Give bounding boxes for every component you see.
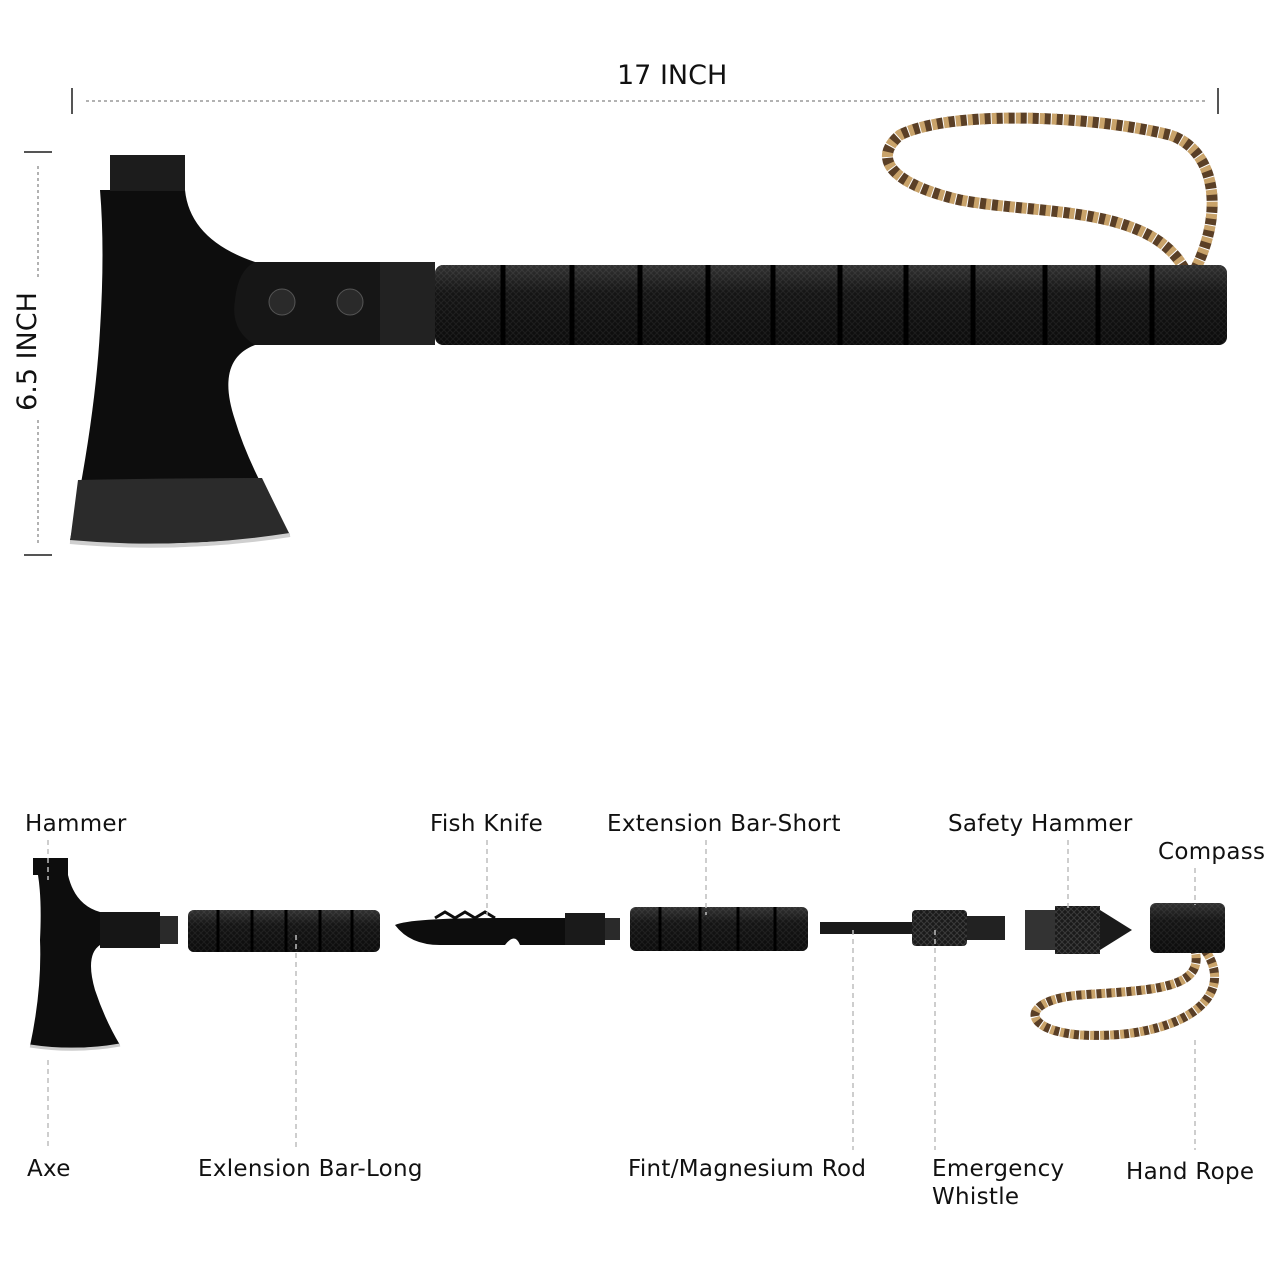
length-dimension-line — [71, 88, 1219, 114]
label-flint-magnesium-rod: Fint/Magnesium Rod — [628, 1156, 867, 1182]
hammer-block — [110, 155, 185, 191]
part-extension-bar-long — [188, 910, 380, 952]
label-hand-rope: Hand Rope — [1126, 1159, 1255, 1185]
exploded-parts — [29, 858, 1225, 1051]
label-whistle: Whistle — [932, 1184, 1020, 1210]
leader-lines — [47, 840, 1196, 1150]
height-dimension-line — [24, 151, 52, 556]
label-emergency: Emergency — [932, 1156, 1065, 1182]
label-fish-knife: Fish Knife — [430, 811, 544, 837]
part-compass-and-hand-rope — [1030, 903, 1225, 1040]
label-extension-bar-short: Extension Bar-Short — [607, 811, 841, 837]
label-compass: Compass — [1158, 839, 1266, 865]
blade-edge — [70, 478, 290, 544]
axe-head — [70, 155, 290, 542]
screw — [336, 288, 364, 316]
label-axe: Axe — [27, 1156, 71, 1182]
assembled-axe-illustration — [69, 112, 1227, 548]
label-hammer: Hammer — [25, 811, 127, 837]
label-extension-bar-long: Exlension Bar-Long — [198, 1156, 423, 1182]
length-label: 17 INCH — [617, 60, 728, 91]
part-flint-rod-and-whistle — [820, 910, 1005, 946]
part-fish-knife — [395, 910, 620, 945]
label-safety-hammer: Safety Hammer — [948, 811, 1133, 837]
part-axe — [29, 858, 178, 1051]
part-extension-bar-short — [630, 907, 808, 951]
part-safety-hammer — [1025, 906, 1132, 954]
height-label: 6.5 INCH — [11, 292, 43, 411]
screw — [268, 288, 296, 316]
hand-rope-loop — [882, 112, 1218, 273]
